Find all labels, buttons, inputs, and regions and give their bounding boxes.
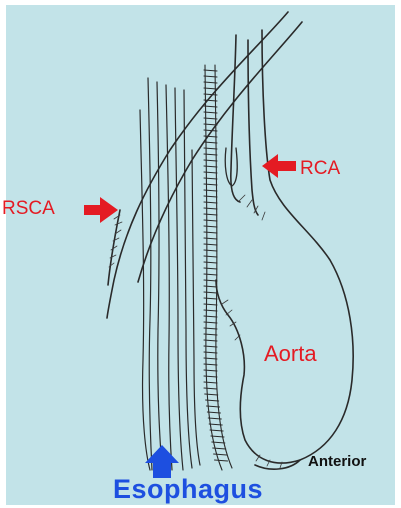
vertebral-rung [204, 268, 217, 269]
vertebral-rung [204, 196, 217, 197]
vertebral-rung [215, 460, 228, 461]
vertebral-rung [204, 382, 217, 383]
vertebral-rung [204, 232, 217, 233]
vertebral-rung [204, 220, 217, 221]
vertebral-rung [204, 214, 217, 215]
vertebral-rung [204, 286, 217, 287]
rca-label: RCA [300, 159, 340, 178]
vertebral-rung [204, 280, 217, 281]
vertebral-chain [205, 65, 232, 470]
aorta-outline [216, 30, 353, 469]
vertebral-rung [204, 226, 217, 227]
vertebral-rung [204, 238, 217, 239]
vertebral-rung [204, 262, 217, 263]
rsca-arrow [84, 197, 118, 223]
esophagus-tube [140, 78, 200, 470]
anterior-label: Anterior [308, 454, 366, 469]
vertebral-rung [204, 208, 217, 209]
rsca-label: RSCA [2, 199, 55, 218]
vertebral-rung [204, 292, 217, 293]
aorta-label: Aorta [264, 343, 317, 365]
vertebral-rung [204, 202, 217, 203]
vertebral-rung [204, 244, 217, 245]
vertebral-rung [204, 274, 217, 275]
vertebral-rung [205, 394, 218, 395]
vertebral-rung [204, 298, 217, 299]
vertebral-rung [204, 250, 217, 251]
vertebral-rung [214, 454, 227, 455]
vertebral-rung [204, 388, 217, 389]
esophagus-label: Esophagus [113, 476, 263, 503]
vertebral-rung [204, 256, 217, 257]
